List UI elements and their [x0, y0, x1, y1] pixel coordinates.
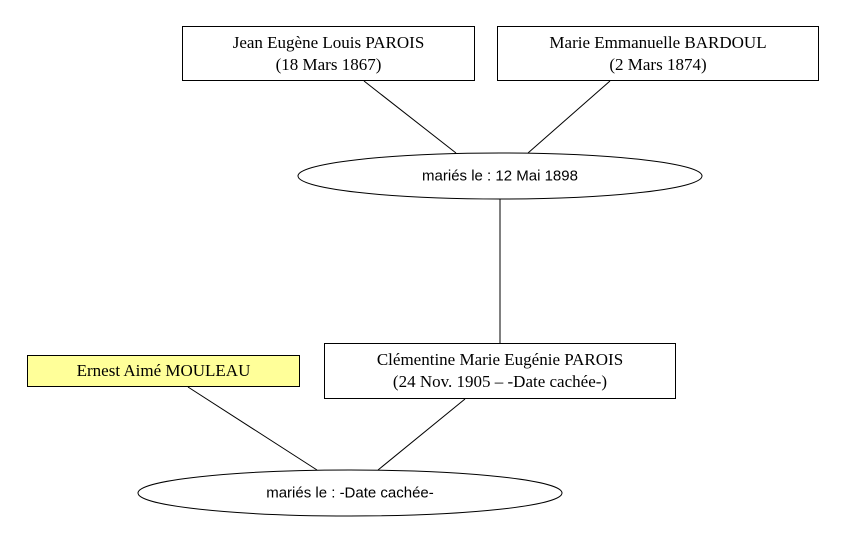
child-marriage-ellipse — [137, 469, 563, 517]
mother-to-marriage-line — [527, 80, 611, 154]
child-name: Clémentine Marie Eugénie PAROIS — [376, 350, 624, 369]
parents-marriage-label: mariés le : 12 Mai 1898 — [422, 167, 578, 185]
spouse-to-marriage-line — [187, 386, 318, 471]
mother-name: Marie Emmanuelle BARDOUL — [549, 32, 767, 52]
spouse-name: Ernest Aimé MOULEAU — [76, 361, 251, 380]
father-box[interactable]: Jean Eugène Louis PAROIS (18 Mars 1867) — [182, 26, 475, 81]
child-dates: (24 Nov. 1905 – -Date cachée-) — [392, 372, 608, 391]
father-to-marriage-line — [363, 80, 457, 154]
child-to-marriage-line — [377, 398, 466, 471]
spouse-box[interactable]: Ernest Aimé MOULEAU — [27, 355, 300, 387]
parents-marriage-ellipse — [297, 152, 703, 200]
child-box[interactable]: Clémentine Marie Eugénie PAROIS (24 Nov.… — [324, 343, 676, 399]
child-marriage-label: mariés le : -Date cachée- — [266, 484, 434, 502]
father-dates: (18 Mars 1867) — [275, 54, 382, 74]
mother-box[interactable]: Marie Emmanuelle BARDOUL (2 Mars 1874) — [497, 26, 819, 81]
father-name: Jean Eugène Louis PAROIS — [232, 32, 425, 52]
mother-dates: (2 Mars 1874) — [609, 54, 707, 74]
